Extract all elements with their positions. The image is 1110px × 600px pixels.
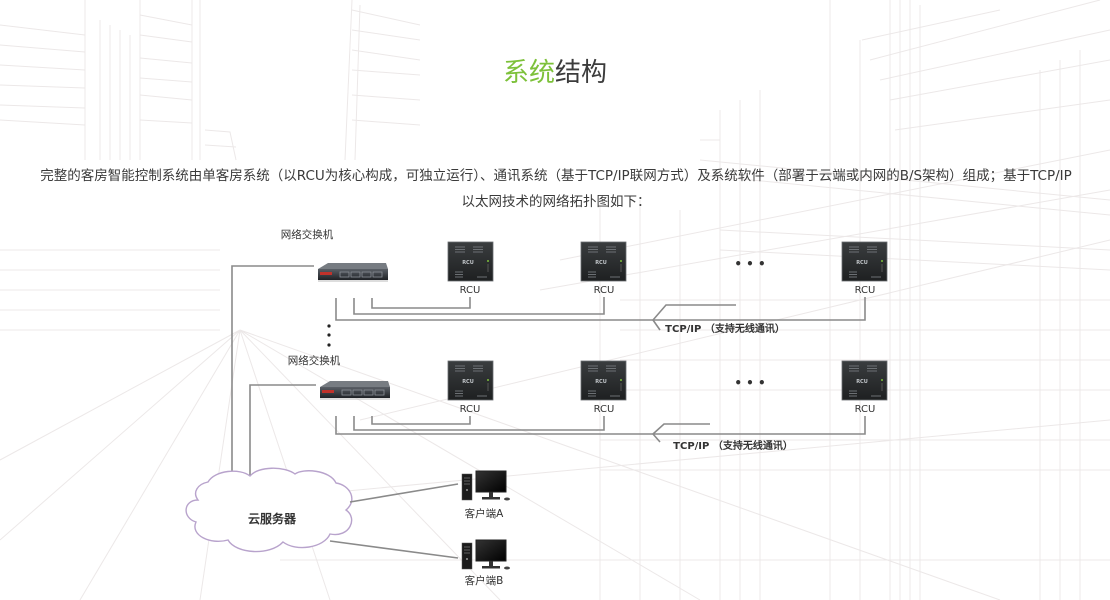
description: 完整的客房智能控制系统由单客房系统（以RCU为核心构成，可独立运行）、通讯系统（… [10,163,1102,215]
client-links [329,483,459,559]
rcu-node: RCU [580,241,627,296]
description-line-2: 以太网技术的网络拓扑图如下： [461,194,651,210]
vertical-ellipsis [327,324,331,347]
rcu-label: RCU [460,285,481,296]
rcu-node: RCU [841,360,888,415]
tcp-ip-label: TCP/IP （支持无线通讯） [673,439,793,452]
tcp-ip-label: TCP/IP （支持无线通讯） [665,322,785,335]
rcu-node: RCU [841,241,888,296]
rcu-label: RCU [855,285,876,296]
more-rcu-ellipsis: • • • [734,376,765,390]
cloud-server: 云服务器 [185,467,353,553]
client-b: 客户端B [461,539,511,587]
rcu-label: RCU [594,285,615,296]
network-switch-icon [319,380,391,401]
description-line-1: 完整的客房智能控制系统由单客房系统（以RCU为核心构成，可独立运行）、通讯系统（… [40,168,1072,184]
rcu-device-icon [841,241,888,282]
uplinks [231,265,316,481]
switch-label: 网络交换机 [288,354,341,367]
rcu-label: RCU [460,404,481,415]
rcu-node: RCU [447,241,494,296]
rcu-label: RCU [855,404,876,415]
rcu-node: RCU [447,360,494,415]
desktop-computer-icon [461,539,511,570]
title-accent: 系统 [502,58,555,88]
desktop-computer-icon [461,470,511,501]
switch-2-links [335,416,866,443]
rcu-device-icon [447,241,494,282]
switch-1-links [335,297,866,331]
cloud-label: 云服务器 [248,511,297,526]
more-rcu-ellipsis: • • • [734,257,765,271]
title-rest: 结构 [555,58,608,88]
cloud-icon [185,467,353,553]
rcu-device-icon [580,360,627,401]
rcu-node: RCU [580,360,627,415]
client-a: 客户端A [461,470,511,520]
switch-label: 网络交换机 [281,228,334,241]
page-title: 系统结构 [0,52,1110,89]
rcu-device-icon [447,360,494,401]
rcu-device-icon [841,360,888,401]
rcu-label: RCU [594,404,615,415]
client-label: 客户端A [465,507,504,520]
rcu-device-icon [580,241,627,282]
client-label: 客户端B [465,574,504,587]
network-switch-icon [317,262,389,283]
